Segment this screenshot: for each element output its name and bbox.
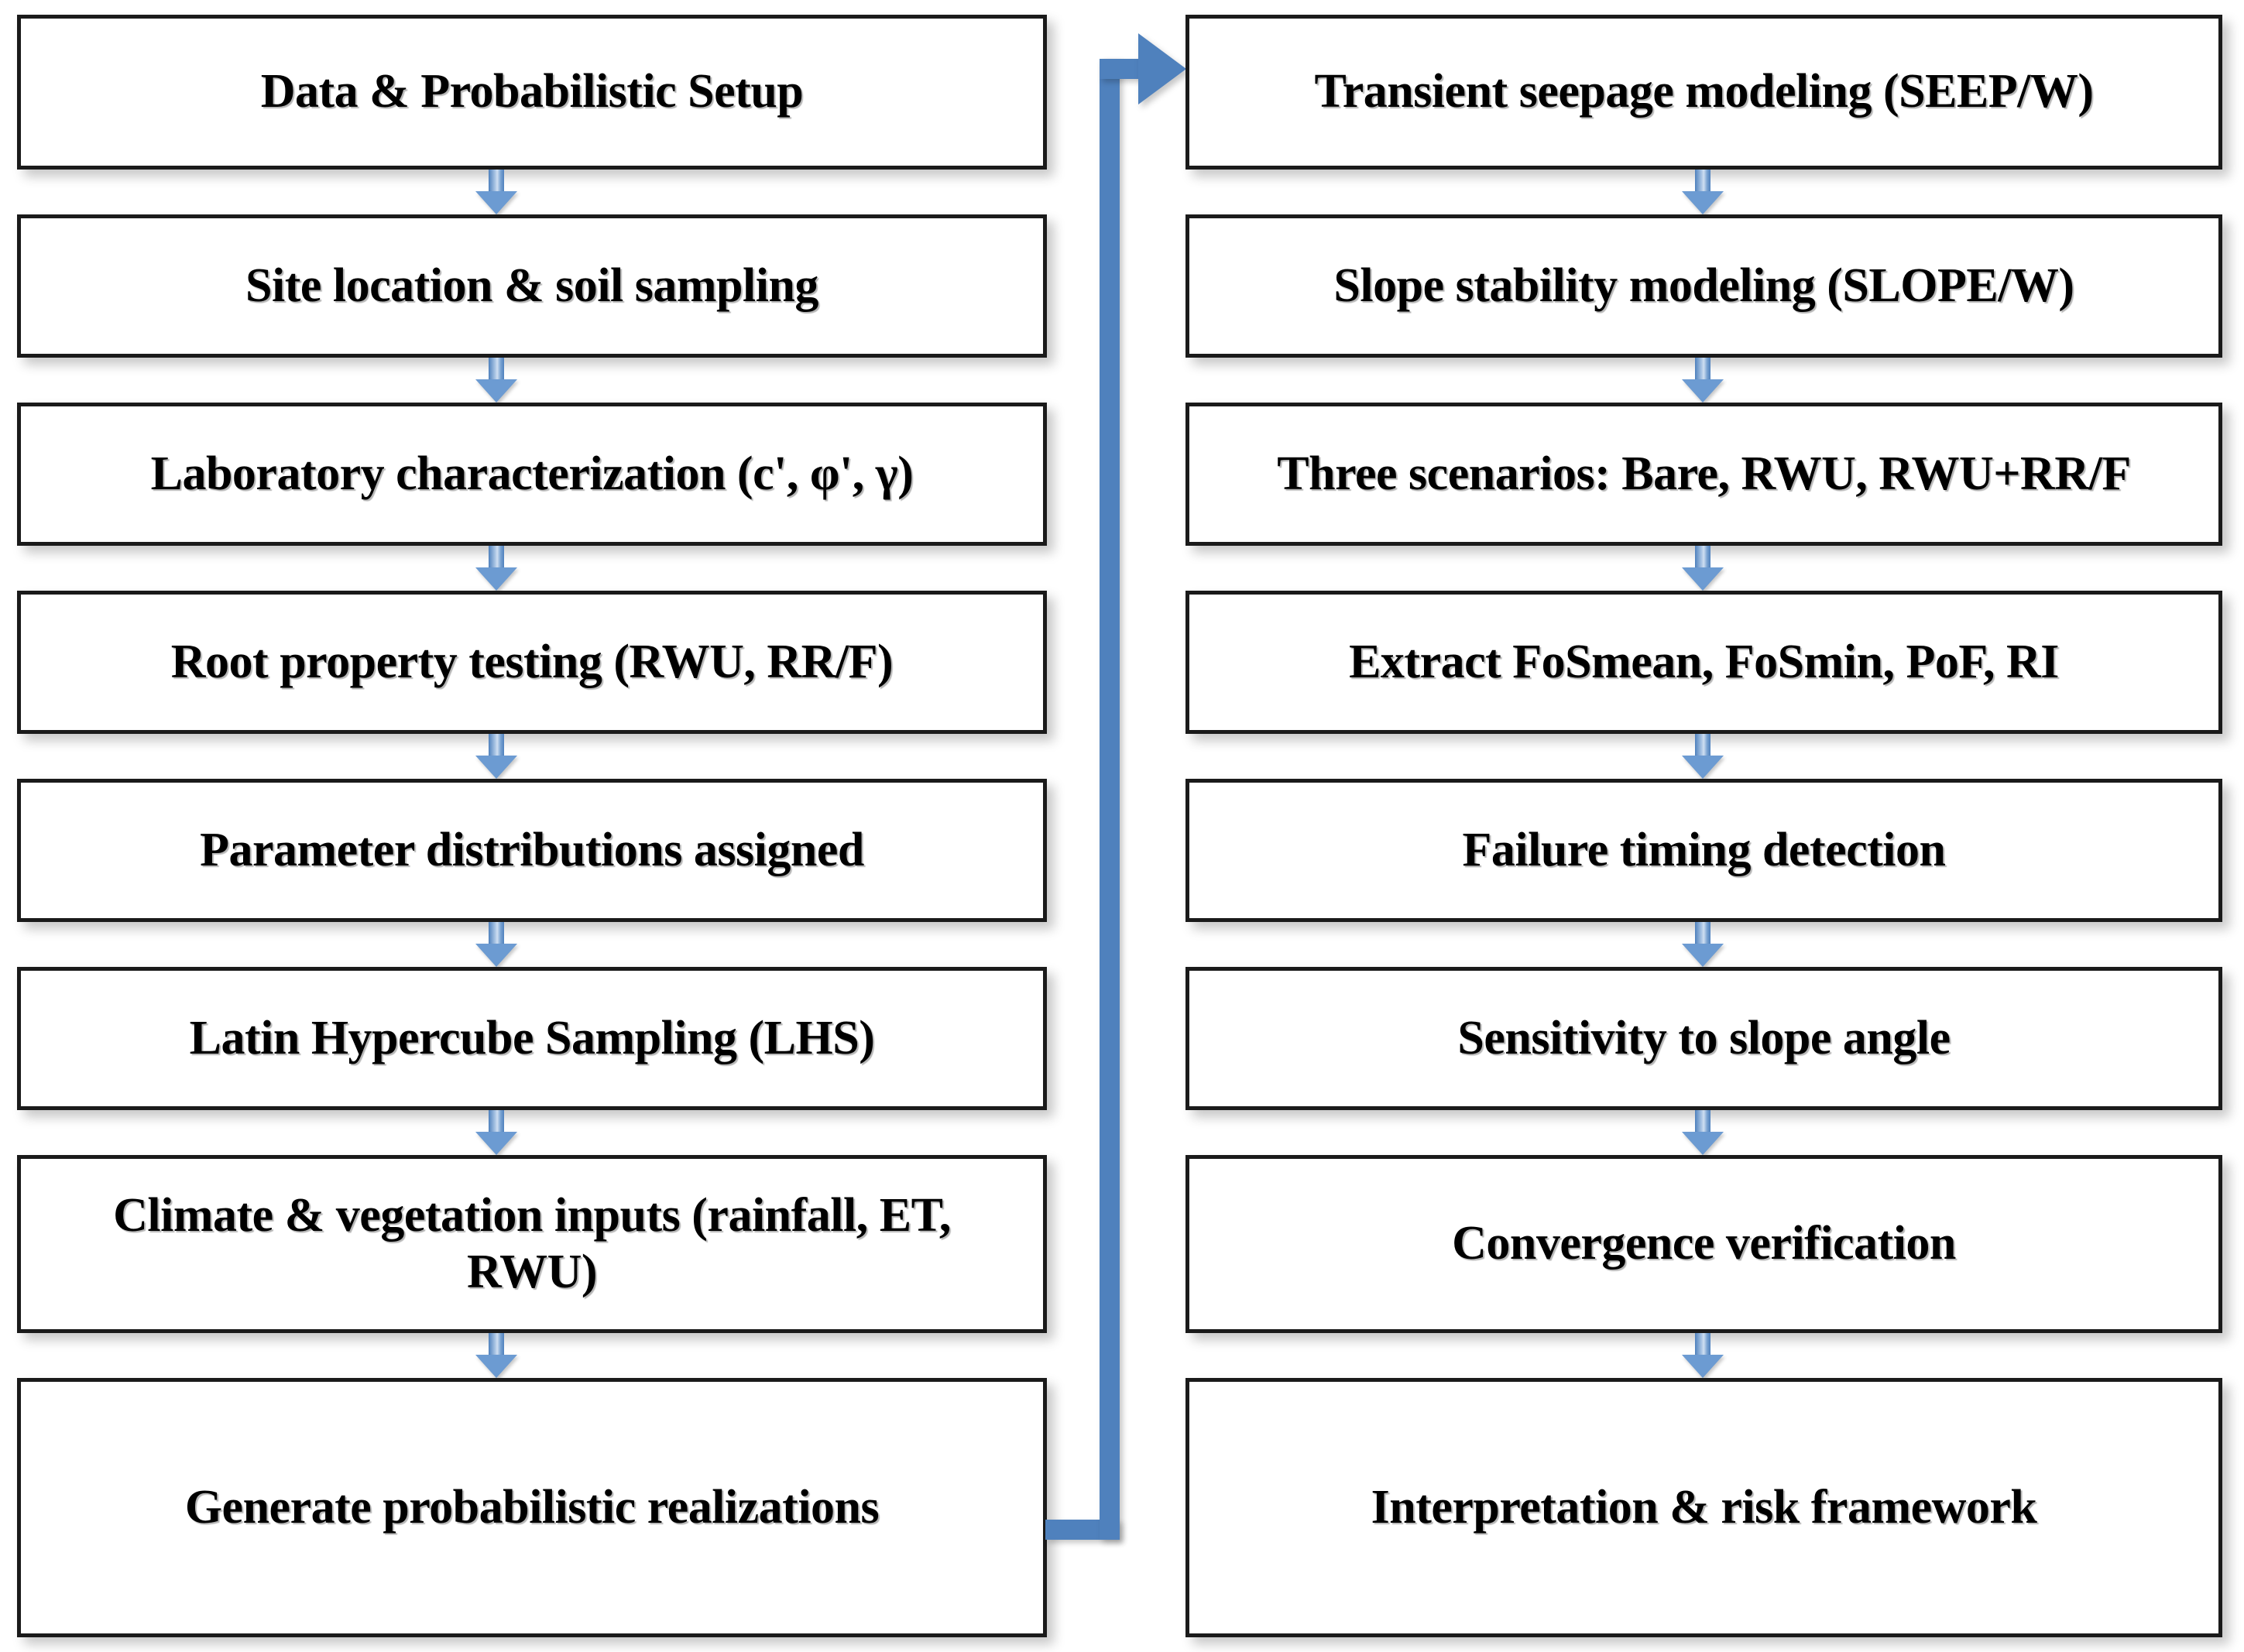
arrow-down-6 xyxy=(475,1110,517,1155)
arrow-head xyxy=(475,567,517,591)
arrow-down-5 xyxy=(475,922,517,967)
arrow-down-r2 xyxy=(1682,358,1724,403)
arrow-down-4 xyxy=(475,734,517,779)
flow-box-label: Parameter distributions assigned xyxy=(200,823,864,876)
arrow-down-r6 xyxy=(1682,1110,1724,1155)
flow-box-three-scenarios[interactable]: Three scenarios: Bare, RWU, RWU+RR/F xyxy=(1185,403,2222,546)
flow-box-interpretation-risk-framework[interactable]: Interpretation & risk framework xyxy=(1185,1378,2222,1637)
arrow-shaft xyxy=(1695,358,1710,381)
arrow-shaft xyxy=(1695,734,1710,757)
flow-box-label: Laboratory characterization (c', φ', γ) xyxy=(150,447,914,500)
arrow-down-7 xyxy=(475,1333,517,1378)
arrow-shaft xyxy=(489,734,504,757)
flow-box-label: Sensitivity to slope angle xyxy=(1457,1011,1951,1064)
arrow-head xyxy=(1682,379,1724,403)
arrow-down-2 xyxy=(475,358,517,403)
arrow-down-3 xyxy=(475,546,517,591)
arrow-shaft xyxy=(1695,170,1710,193)
arrow-head xyxy=(475,191,517,214)
flow-box-data-probabilistic-setup[interactable]: Data & Probabilistic Setup xyxy=(17,15,1047,170)
flow-box-transient-seepage-modeling[interactable]: Transient seepage modeling (SEEP/W) xyxy=(1185,15,2222,170)
flow-box-site-location-soil-sampling[interactable]: Site location & soil sampling xyxy=(17,214,1047,358)
connector-segment-horizontal-bottom xyxy=(1045,1520,1120,1540)
arrow-head xyxy=(1682,1132,1724,1155)
arrow-shaft xyxy=(489,358,504,381)
arrow-head xyxy=(475,1132,517,1155)
arrow-shaft xyxy=(489,170,504,193)
arrow-head xyxy=(475,944,517,967)
flow-box-generate-probabilistic-realizations[interactable]: Generate probabilistic realizations xyxy=(17,1378,1047,1637)
flow-box-climate-vegetation-inputs[interactable]: Climate & vegetation inputs (rainfall, E… xyxy=(17,1155,1047,1333)
arrow-head xyxy=(1682,756,1724,779)
arrow-shaft xyxy=(1695,1333,1710,1356)
flow-box-label: Root property testing (RWU, RR/F) xyxy=(170,635,894,688)
flow-box-label: Transient seepage modeling (SEEP/W) xyxy=(1314,65,2094,118)
arrow-down-r5 xyxy=(1682,922,1724,967)
arrow-down-r3 xyxy=(1682,546,1724,591)
flow-box-label: Climate & vegetation inputs (rainfall, E… xyxy=(113,1188,951,1298)
arrow-shaft xyxy=(489,1333,504,1356)
flow-box-failure-timing-detection[interactable]: Failure timing detection xyxy=(1185,779,2222,922)
flow-box-label: Site location & soil sampling xyxy=(245,259,818,312)
arrow-head xyxy=(1682,944,1724,967)
flow-box-label: Slope stability modeling (SLOPE/W) xyxy=(1333,259,2074,312)
flow-box-label: Interpretation & risk framework xyxy=(1371,1480,2037,1534)
flow-box-laboratory-characterization[interactable]: Laboratory characterization (c', φ', γ) xyxy=(17,403,1047,546)
cross-column-connector xyxy=(1045,33,1200,1556)
flow-box-convergence-verification[interactable]: Convergence verification xyxy=(1185,1155,2222,1333)
flow-box-root-property-testing[interactable]: Root property testing (RWU, RR/F) xyxy=(17,591,1047,734)
flow-box-label: Three scenarios: Bare, RWU, RWU+RR/F xyxy=(1277,447,2131,500)
flow-box-label: Convergence verification xyxy=(1452,1217,1956,1270)
arrow-head xyxy=(1682,191,1724,214)
flow-box-label: Generate probabilistic realizations xyxy=(184,1480,880,1534)
arrow-down-r7 xyxy=(1682,1333,1724,1378)
flow-box-label: Failure timing detection xyxy=(1462,823,1946,876)
arrow-down-1 xyxy=(475,170,517,214)
connector-segment-vertical xyxy=(1100,59,1120,1540)
arrow-head xyxy=(475,756,517,779)
arrow-down-r4 xyxy=(1682,734,1724,779)
arrow-head xyxy=(1682,1355,1724,1378)
arrow-shaft xyxy=(1695,546,1710,569)
flow-box-sensitivity-to-slope-angle[interactable]: Sensitivity to slope angle xyxy=(1185,967,2222,1110)
flow-box-label: Extract FoSmean, FoSmin, PoF, RI xyxy=(1349,635,2059,688)
flow-box-label: Latin Hypercube Sampling (LHS) xyxy=(189,1011,875,1064)
arrow-shaft xyxy=(489,922,504,945)
arrow-head xyxy=(475,379,517,403)
connector-arrow-head-icon xyxy=(1138,33,1186,105)
arrow-shaft xyxy=(1695,922,1710,945)
arrow-head xyxy=(475,1355,517,1378)
flow-box-extract-metrics[interactable]: Extract FoSmean, FoSmin, PoF, RI xyxy=(1185,591,2222,734)
arrow-shaft xyxy=(489,1110,504,1133)
flow-box-parameter-distributions-assigned[interactable]: Parameter distributions assigned xyxy=(17,779,1047,922)
arrow-down-r1 xyxy=(1682,170,1724,214)
flow-box-latin-hypercube-sampling[interactable]: Latin Hypercube Sampling (LHS) xyxy=(17,967,1047,1110)
arrow-shaft xyxy=(489,546,504,569)
arrow-shaft xyxy=(1695,1110,1710,1133)
arrow-head xyxy=(1682,567,1724,591)
flow-box-slope-stability-modeling[interactable]: Slope stability modeling (SLOPE/W) xyxy=(1185,214,2222,358)
connector-segment-horizontal-top xyxy=(1100,59,1144,79)
flow-box-label: Data & Probabilistic Setup xyxy=(260,65,804,118)
